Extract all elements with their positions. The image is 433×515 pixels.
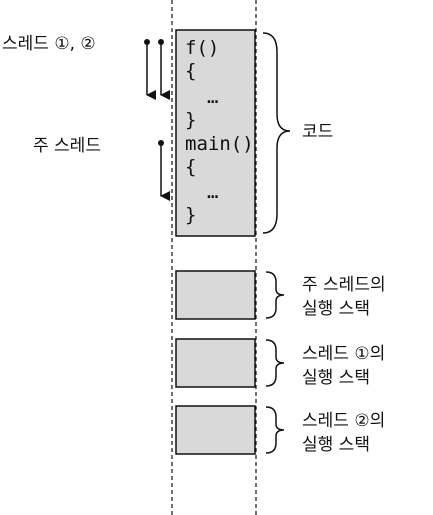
thread-1-stack-brace [265,339,285,387]
code-line-main-dots: … [207,181,218,203]
code-line-main-close: } [185,204,196,226]
code-line-f-dots: … [207,86,218,108]
code-line-main: main() [185,133,254,155]
main-thread-stack-label-line2: 실행 스택 [302,299,370,319]
code-line-f-close: } [185,109,196,131]
thread-1-stack-box [175,338,256,388]
thread-2-stack-label-line1: 스레드 ②의 [302,411,385,431]
main-thread-stack-box [175,270,256,320]
thread-2-stack-label-line2: 실행 스택 [302,435,370,455]
thread-1-stack-label-line2: 실행 스택 [302,368,370,388]
thread-2-stack-brace [265,406,285,454]
code-label: 코드 [302,122,333,142]
main-thread-stack-label-line1: 주 스레드의 [302,275,386,295]
code-line-main-open: { [185,156,196,178]
thread-1-stack-label-line1: 스레드 ①의 [302,344,385,364]
main-thread-stack-brace [265,271,285,319]
code-line-f-open: { [185,60,196,82]
code-region-box [175,29,256,237]
thread-2-stack-box [175,405,256,455]
main-thread-label: 주 스레드 [33,136,101,156]
code-line-f: f() [185,37,219,59]
threads-1-2-label: 스레드 ①, ② [2,34,96,54]
code-brace [262,32,291,234]
